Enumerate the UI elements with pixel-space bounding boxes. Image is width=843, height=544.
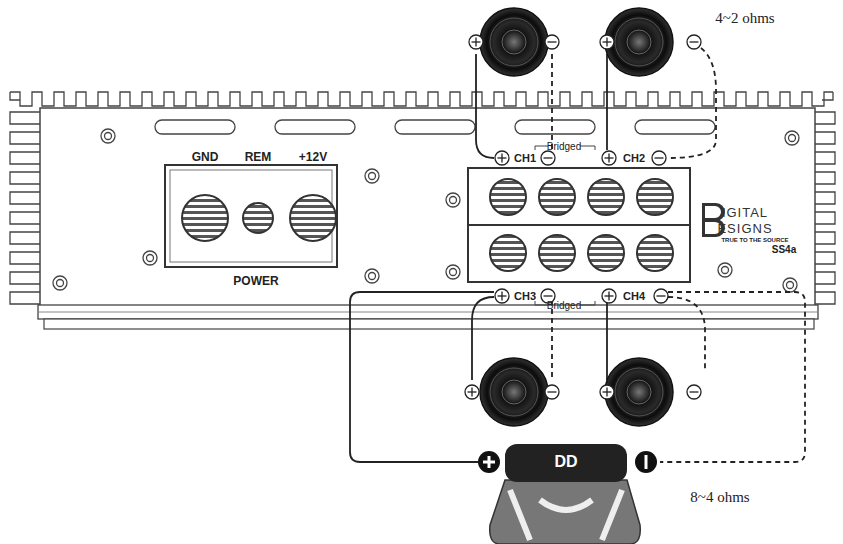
terminal-label: ESIGNS bbox=[717, 222, 772, 235]
terminal-label: SS4a bbox=[772, 245, 796, 255]
terminal-label: GND bbox=[192, 151, 219, 163]
terminal-label: +12V bbox=[299, 151, 327, 163]
terminal-label: CH1 bbox=[514, 153, 536, 164]
impedance-note: 8~4 ohms bbox=[690, 490, 749, 505]
impedance-note: 4~2 ohms bbox=[715, 11, 774, 26]
brand-mark: DD bbox=[554, 454, 577, 470]
terminal-label: CH3 bbox=[514, 291, 536, 302]
terminal-label: IGITAL bbox=[722, 206, 768, 219]
terminal-label: CH4 bbox=[623, 291, 645, 302]
terminal-label: Bridged bbox=[547, 301, 581, 311]
terminal-label: TRUE TO THE SOURCE bbox=[721, 237, 788, 243]
terminal-label: CH2 bbox=[623, 153, 645, 164]
terminal-label: POWER bbox=[233, 275, 278, 287]
terminal-label: Bridged bbox=[547, 142, 581, 152]
terminal-label: REM bbox=[245, 151, 272, 163]
